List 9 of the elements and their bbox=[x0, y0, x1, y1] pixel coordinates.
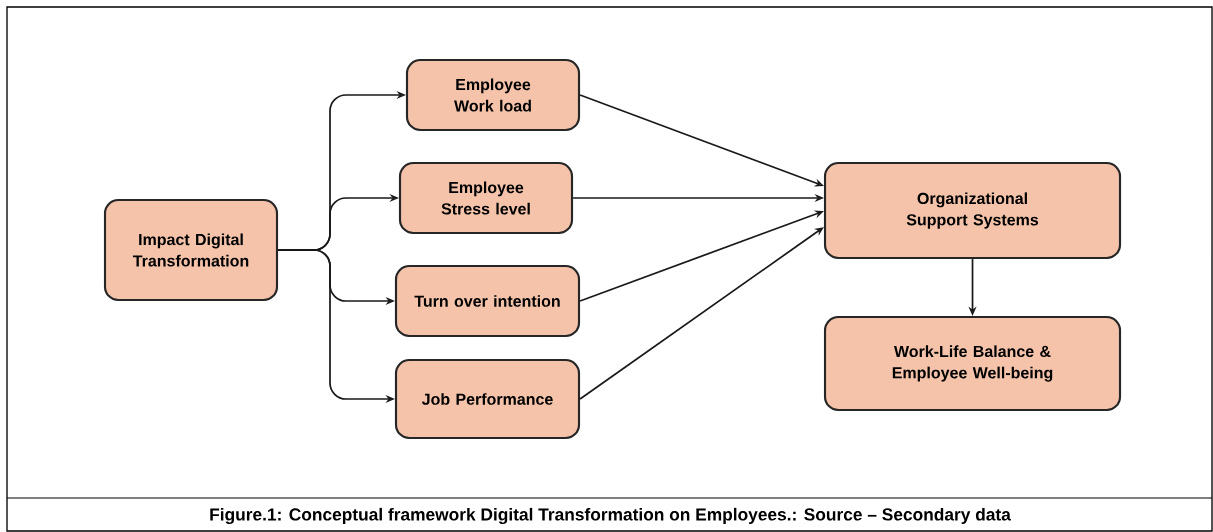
process-box: Impact Digital Transformation bbox=[103, 198, 279, 302]
process-box: Organizational Support Systems bbox=[823, 161, 1122, 260]
arrow bbox=[579, 227, 824, 400]
caption: Figure.1: Conceptual framework Digital Transformation on Employees.: Source – Secondary data bbox=[210, 507, 1011, 525]
process-box: Job Performance bbox=[394, 358, 581, 440]
process-box: Work-Life Balance & Employee Well-being bbox=[823, 315, 1122, 412]
process-box: Employee Stress level bbox=[398, 161, 574, 235]
process-box: Employee Work load bbox=[405, 58, 581, 132]
process-box: Turn over intention bbox=[394, 264, 581, 338]
